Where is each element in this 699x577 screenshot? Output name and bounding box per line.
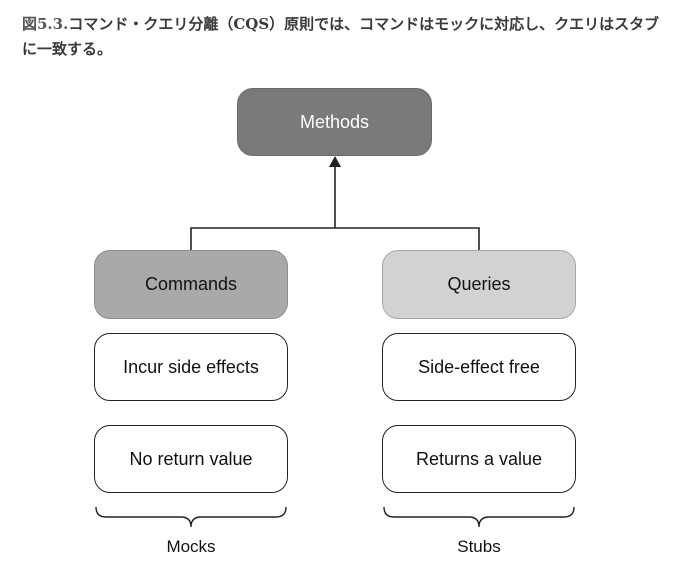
- methods-node: Methods: [237, 88, 432, 156]
- queries-property-returns-value: Returns a value: [382, 425, 576, 493]
- property-label: Side-effect free: [418, 356, 540, 377]
- stubs-group-label: Stubs: [457, 537, 501, 556]
- property-label: No return value: [129, 448, 253, 469]
- commands-property-side-effects: Incur side effects: [94, 333, 288, 401]
- figure-caption-text: コマンド・クエリ分離（CQS）原則では、コマンドはモックに対応し、クエリはスタブ…: [22, 15, 660, 58]
- figure-label: 図5.3.: [22, 15, 69, 33]
- mocks-brace: [95, 506, 287, 528]
- commands-node: Commands: [94, 250, 288, 319]
- queries-node: Queries: [382, 250, 576, 319]
- commands-label: Commands: [144, 274, 238, 294]
- commands-property-no-return: No return value: [94, 425, 288, 493]
- queries-label: Queries: [447, 274, 511, 294]
- branch-connector: [190, 227, 480, 250]
- property-label: Incur side effects: [123, 356, 259, 377]
- stubs-brace: [383, 506, 575, 528]
- queries-property-side-effect-free: Side-effect free: [382, 333, 576, 401]
- property-label: Returns a value: [415, 448, 543, 469]
- methods-label: Methods: [299, 111, 370, 132]
- arrowhead-icon: [329, 156, 341, 167]
- figure-caption: 図5.3.コマンド・クエリ分離（CQS）原則では、コマンドはモックに対応し、クエ…: [22, 12, 672, 62]
- mocks-group-label: Mocks: [166, 537, 216, 556]
